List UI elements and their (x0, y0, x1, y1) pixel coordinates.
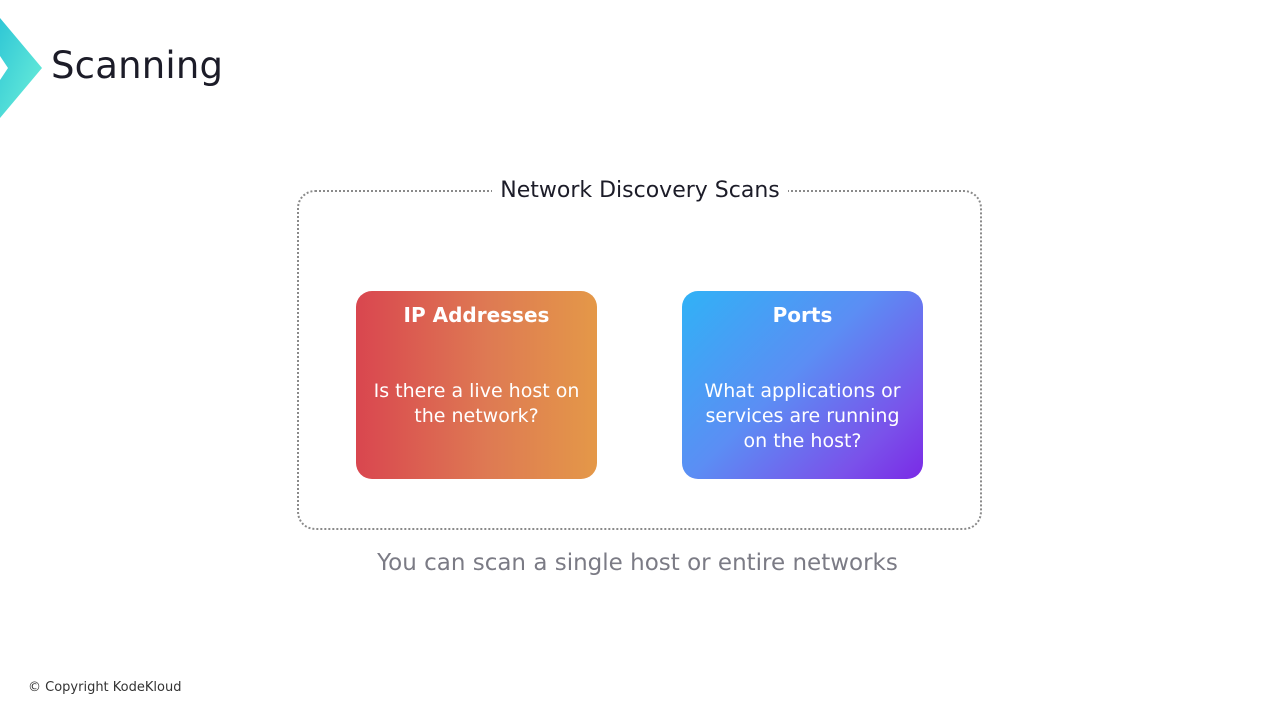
ports-card-title: Ports (772, 303, 833, 327)
network-discovery-label: Network Discovery Scans (492, 176, 788, 206)
ip-addresses-card: IP Addresses Is there a live host on the… (356, 291, 597, 479)
ports-card-text: What applications or services are runnin… (704, 380, 901, 452)
slide-title: Scanning (51, 44, 224, 87)
copyright-footer: © Copyright KodeKloud (28, 680, 182, 695)
ip-addresses-card-title: IP Addresses (403, 303, 550, 327)
ip-addresses-card-text: Is there a live host on the network? (373, 380, 580, 427)
ports-card: Ports What applications or services are … (682, 291, 923, 479)
caption-text: You can scan a single host or entire net… (377, 550, 898, 576)
chevron-logo-icon (0, 18, 42, 118)
